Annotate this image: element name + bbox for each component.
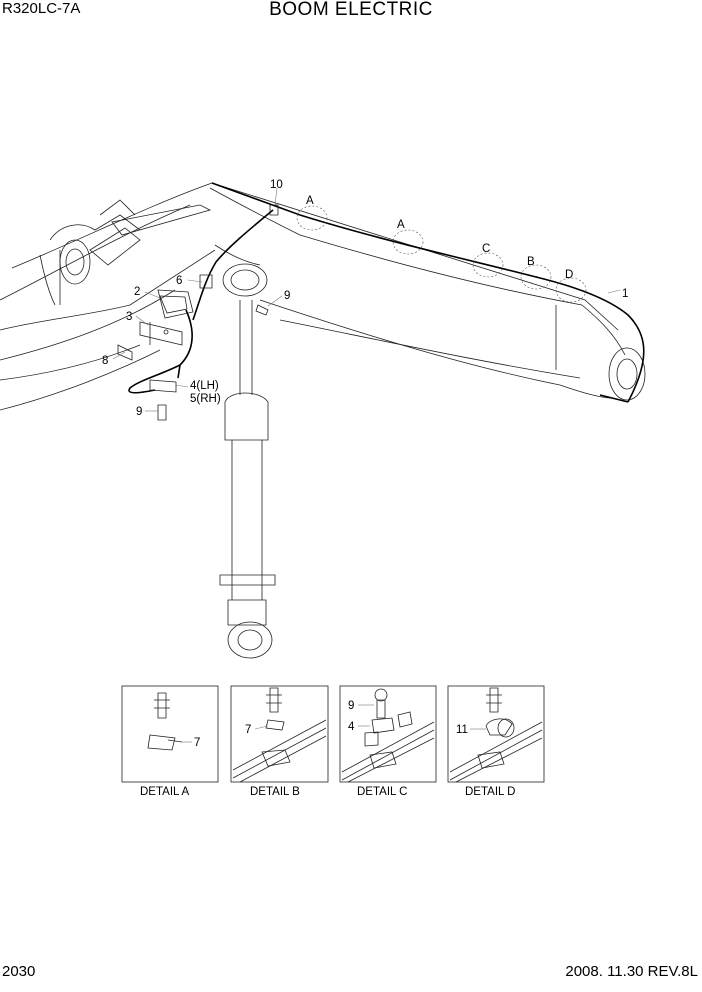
callout-8: 8 bbox=[102, 355, 108, 367]
callout-B: B bbox=[527, 256, 535, 268]
detail-a-callout-7: 7 bbox=[194, 737, 200, 749]
page-title: BOOM ELECTRIC bbox=[269, 0, 433, 20]
callout-9a: 9 bbox=[284, 290, 290, 302]
callout-5: 5(RH) bbox=[190, 393, 221, 405]
detail-c-callout-9: 9 bbox=[348, 700, 354, 712]
work-lamp-assembly bbox=[117, 204, 279, 421]
callout-1: 1 bbox=[622, 288, 628, 300]
detail-c-label: DETAIL C bbox=[357, 786, 407, 798]
boom-body bbox=[0, 182, 646, 411]
detail-d: 11 DETAIL D bbox=[447, 685, 545, 798]
boom-cylinder bbox=[219, 263, 276, 659]
callout-D: D bbox=[565, 269, 573, 281]
detail-a-label: DETAIL A bbox=[140, 786, 190, 798]
wire-harness bbox=[128, 182, 645, 403]
callout-10: 10 bbox=[270, 179, 283, 191]
detail-markers bbox=[296, 205, 587, 303]
detail-b-callout-7: 7 bbox=[245, 724, 251, 736]
callout-9b: 9 bbox=[136, 406, 142, 418]
detail-b: 7 DETAIL B bbox=[230, 685, 329, 798]
detail-d-callout-11: 11 bbox=[456, 724, 468, 736]
callout-4: 4(LH) bbox=[190, 380, 219, 392]
callout-3: 3 bbox=[126, 311, 132, 323]
callout-A1: A bbox=[306, 195, 314, 207]
model-number: R320LC-7A bbox=[2, 0, 81, 17]
detail-a: 7 DETAIL A bbox=[121, 685, 219, 798]
revision-date: 2008. 11.30 REV.8L bbox=[565, 963, 698, 980]
page-number: 2030 bbox=[2, 963, 36, 980]
detail-d-label: DETAIL D bbox=[465, 786, 515, 798]
detail-c-callout-4: 4 bbox=[348, 721, 355, 733]
callout-C: C bbox=[482, 243, 490, 255]
callouts: 10 A A C B D 1 6 2 9 3 8 4(LH) 5(RH) 9 bbox=[102, 179, 628, 418]
leader-lines bbox=[112, 187, 621, 412]
callout-2: 2 bbox=[134, 286, 140, 298]
detail-b-label: DETAIL B bbox=[250, 786, 300, 798]
detail-c: 9 4 DETAIL C bbox=[339, 685, 437, 798]
callout-6: 6 bbox=[176, 275, 182, 287]
callout-A2: A bbox=[397, 219, 405, 231]
